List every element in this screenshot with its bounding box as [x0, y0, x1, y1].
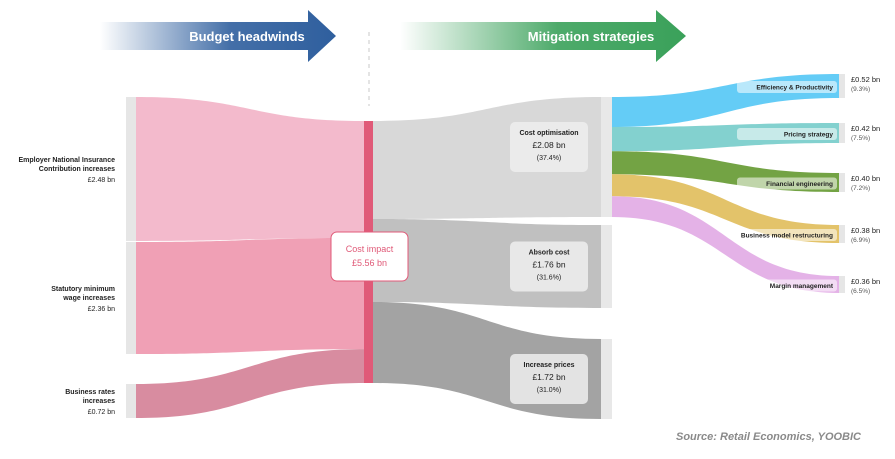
headwind-label-employer-national-insurance-contribution-increases: Contribution increases [39, 166, 115, 173]
cost-impact-label: Cost impact [346, 244, 394, 254]
mitigation-pct-cost-optimisation: (37.4%) [537, 155, 562, 162]
headwind-value-statutory-minimum-wage-increases: £2.36 bn [88, 306, 115, 313]
breakdown-pill-pricing-strategy [737, 128, 837, 140]
breakdown-value-margin-management: £0.36 bn [851, 277, 880, 286]
breakdown-pct-efficiency-productivity: (9.3%) [851, 86, 870, 93]
node-increase-prices [601, 339, 612, 419]
banner-budget-headwinds: Budget headwinds [100, 10, 336, 62]
headwind-value-employer-national-insurance-contribution-increases: £2.48 bn [88, 177, 115, 184]
mitigation-pct-increase-prices: (31.0%) [537, 387, 562, 394]
headwind-label-employer-national-insurance-contribution-increases: Employer National Insurance [19, 157, 116, 164]
breakdown-value-financial-engineering: £0.40 bn [851, 174, 880, 183]
banner-mitigation-strategies-label: Mitigation strategies [528, 29, 654, 44]
headwind-label-business-rates-increases: Business rates [65, 389, 115, 396]
mitigation-label-increase-prices: Increase prices [524, 362, 575, 369]
flow-employer-national-insurance-contribution-increases [136, 97, 364, 241]
node-margin-management [839, 276, 845, 293]
mitigation-box-cost-optimisation [510, 122, 588, 172]
node-cost-optimisation [601, 97, 612, 217]
source-note: Source: Retail Economics, YOOBIC [675, 431, 861, 443]
flow-business-model-restructuring [612, 174, 839, 243]
mitigation-label-absorb-cost: Absorb cost [529, 250, 571, 257]
headwind-label-business-rates-increases: increases [83, 398, 115, 405]
breakdown-label-margin-management: Margin management [770, 283, 834, 290]
mitigation-pct-absorb-cost: (31.6%) [537, 275, 562, 282]
flows [136, 74, 839, 419]
flow-business-rates-increases [136, 349, 364, 418]
node-business-model-restructuring [839, 225, 845, 243]
node-absorb-cost [601, 225, 612, 308]
headwind-label-statutory-minimum-wage-increases: Statutory minimum [51, 286, 115, 293]
breakdown-pill-margin-management [737, 279, 837, 292]
breakdown-value-pricing-strategy: £0.42 bn [851, 124, 880, 133]
breakdown-pct-business-model-restructuring: (6.9%) [851, 237, 870, 244]
banner-mitigation-strategies: Mitigation strategies [400, 10, 686, 62]
headwind-label-statutory-minimum-wage-increases: wage increases [62, 295, 115, 302]
breakdown-pct-pricing-strategy: (7.5%) [851, 135, 870, 142]
node-statutory-minimum-wage-increases [126, 242, 136, 354]
labels: Employer National InsuranceContribution … [19, 75, 881, 416]
node-business-rates-increases [126, 384, 136, 418]
mitigation-value-increase-prices: £1.72 bn [532, 372, 565, 382]
breakdown-label-efficiency-productivity: Efficiency & Productivity [756, 85, 833, 92]
breakdown-label-business-model-restructuring: Business model restructuring [741, 233, 833, 240]
breakdown-value-business-model-restructuring: £0.38 bn [851, 226, 880, 235]
breakdown-pct-financial-engineering: (7.2%) [851, 185, 870, 192]
cost-impact-value: £5.56 bn [352, 258, 387, 268]
node-efficiency-productivity [839, 74, 845, 98]
flow-statutory-minimum-wage-increases [136, 237, 364, 354]
breakdown-value-efficiency-productivity: £0.52 bn [851, 75, 880, 84]
node-employer-national-insurance-contribution-increases [126, 97, 136, 241]
banner-budget-headwinds-label: Budget headwinds [189, 29, 305, 44]
mitigation-box-increase-prices [510, 354, 588, 404]
breakdown-label-financial-engineering: Financial engineering [766, 181, 833, 188]
breakdown-label-pricing-strategy: Pricing strategy [784, 132, 834, 139]
headwind-value-business-rates-increases: £0.72 bn [88, 409, 115, 416]
mitigation-box-absorb-cost [510, 241, 588, 292]
breakdown-pct-margin-management: (6.5%) [851, 288, 870, 295]
mitigation-value-cost-optimisation: £2.08 bn [532, 140, 565, 150]
cost-impact-box [330, 231, 409, 282]
mitigation-value-absorb-cost: £1.76 bn [532, 260, 565, 270]
node-pricing-strategy [839, 123, 845, 143]
mitigation-label-cost-optimisation: Cost optimisation [519, 130, 578, 137]
breakdown-pill-efficiency-productivity [737, 81, 837, 93]
breakdown-pill-business-model-restructuring [737, 229, 837, 241]
flow-margin-management [612, 196, 839, 293]
node-financial-engineering [839, 173, 845, 192]
breakdown-pill-financial-engineering [737, 177, 837, 190]
